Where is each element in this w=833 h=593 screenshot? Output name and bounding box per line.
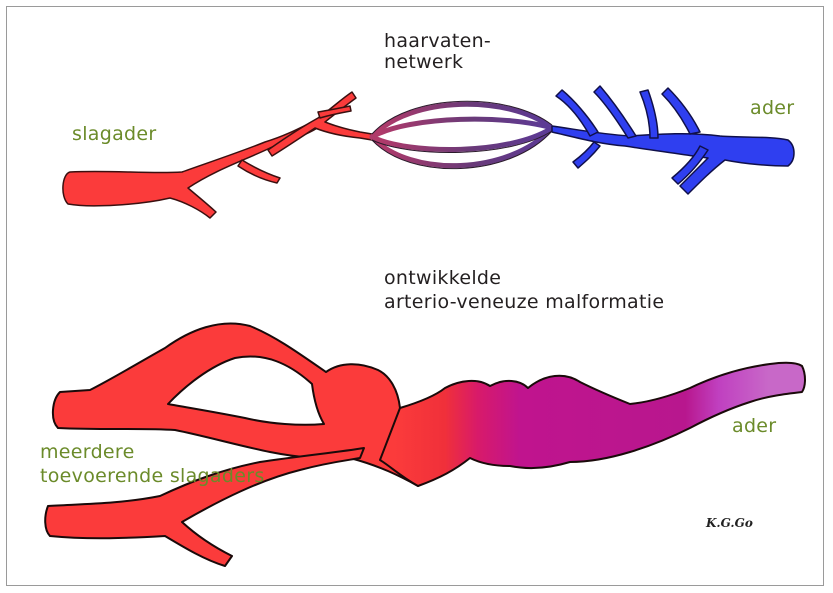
author-signature: K.G.Go [706,516,753,530]
artery-top [63,92,372,218]
capillary-label-line2: netwerk [384,50,463,74]
vein-label-top: ader [750,96,794,120]
avm-label-line2: arterio-veneuze malformatie [384,290,664,314]
vein-label-bottom: ader [732,414,776,438]
feeding-label-line2: toevoerende slagaders [40,464,265,488]
feeding-label-line1: meerdere [40,440,135,464]
capillary-network [372,104,552,165]
avm-label-line1: ontwikkelde [384,266,501,290]
artery-label-top: slagader [72,122,157,146]
